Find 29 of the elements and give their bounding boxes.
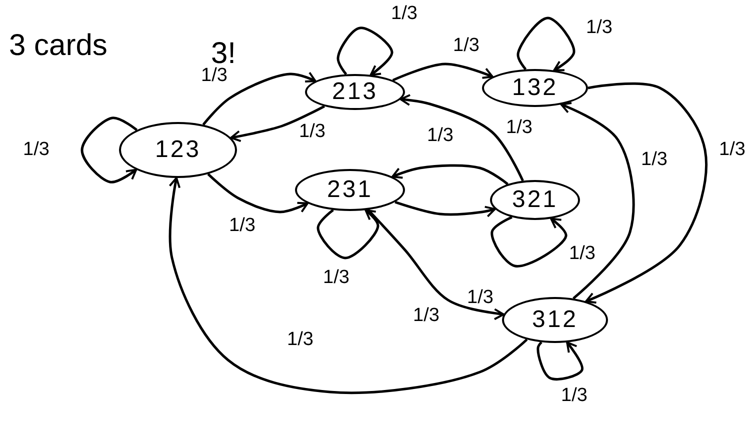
probability-label: 1/3 bbox=[466, 286, 494, 310]
state-ellipse bbox=[482, 69, 588, 107]
self-loop-arrow bbox=[516, 16, 576, 72]
self-loop-arrow bbox=[536, 341, 584, 380]
state-label: 312 bbox=[532, 306, 578, 334]
arrow bbox=[168, 177, 528, 394]
state-label: 231 bbox=[326, 176, 374, 204]
arrow bbox=[394, 200, 496, 218]
state-label: 321 bbox=[512, 186, 558, 214]
state-ellipse bbox=[490, 180, 580, 220]
state-label: 132 bbox=[512, 74, 558, 102]
heading-note: 3 cards bbox=[8, 30, 108, 62]
state-ellipse bbox=[119, 122, 237, 178]
self-loop-arrow bbox=[80, 116, 138, 184]
arrow bbox=[392, 62, 494, 82]
arrow bbox=[207, 173, 309, 214]
state-ellipse bbox=[305, 74, 405, 110]
state-ellipse bbox=[295, 169, 405, 211]
arrow bbox=[585, 82, 708, 304]
self-loop-arrow bbox=[316, 209, 380, 260]
arrow bbox=[400, 94, 524, 182]
self-loop-arrow bbox=[490, 216, 568, 268]
state-label: 213 bbox=[332, 78, 378, 106]
state-label: 123 bbox=[154, 136, 202, 164]
self-loop-arrow bbox=[336, 26, 394, 76]
arrow bbox=[560, 102, 635, 300]
arrow bbox=[230, 105, 325, 142]
arrow bbox=[391, 164, 508, 186]
arrow bbox=[367, 208, 505, 320]
